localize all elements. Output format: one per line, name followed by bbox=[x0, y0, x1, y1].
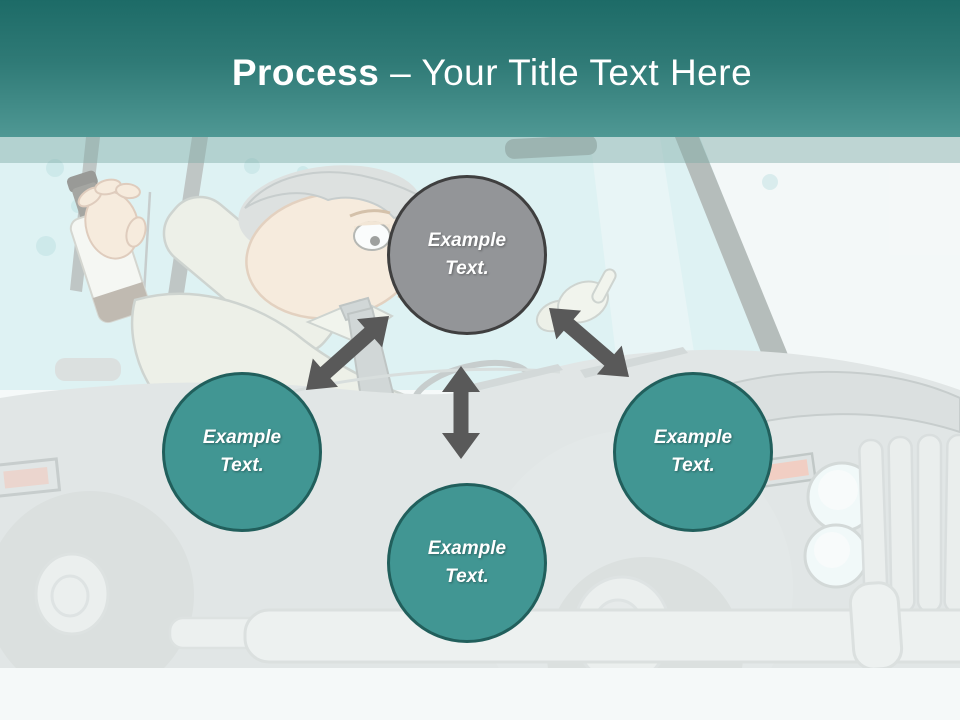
process-node-right: Example Text. bbox=[613, 372, 773, 532]
process-node-right-label: Example Text. bbox=[653, 426, 733, 477]
process-node-left-label: Example Text. bbox=[202, 426, 282, 477]
title-band: Process – Your Title Text Here bbox=[0, 0, 960, 137]
process-node-bottom-label: Example Text. bbox=[427, 537, 507, 588]
background-right bbox=[700, 137, 960, 392]
front-indicator bbox=[759, 452, 817, 488]
title-band-soft-edge bbox=[0, 137, 960, 163]
windshield-reflection bbox=[590, 137, 700, 390]
double-arrow-top-to-bottom bbox=[442, 366, 480, 459]
rear-hub-ring bbox=[50, 574, 90, 618]
process-node-left: Example Text. bbox=[162, 372, 322, 532]
process-node-top: Example Text. bbox=[387, 175, 547, 335]
side-mirror bbox=[55, 358, 121, 381]
process-node-top-label: Example Text. bbox=[427, 229, 507, 280]
title-rest-text: – Your Title Text Here bbox=[390, 52, 753, 93]
double-arrow-top-to-left bbox=[306, 316, 389, 390]
holding-hand bbox=[77, 178, 147, 260]
taillight bbox=[0, 457, 62, 498]
rear-hub bbox=[34, 552, 110, 636]
bottom-fade bbox=[0, 668, 960, 720]
title-bold-text: Process bbox=[231, 52, 380, 93]
a-pillar bbox=[675, 137, 800, 390]
page-title: Process – Your Title Text Here bbox=[12, 52, 960, 94]
rearview-mirror bbox=[504, 135, 598, 159]
process-node-bottom: Example Text. bbox=[387, 483, 547, 643]
double-arrow-top-to-right bbox=[549, 308, 629, 377]
